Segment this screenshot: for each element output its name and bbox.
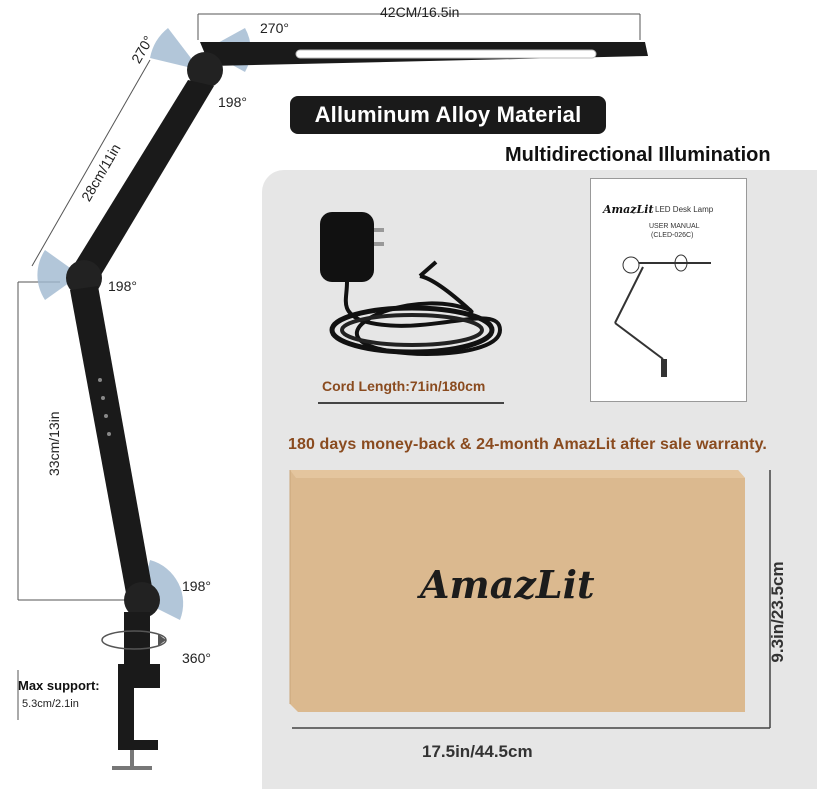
- head-rotation-label: 270°: [260, 20, 289, 36]
- clamp-body: [118, 688, 134, 746]
- material-banner: Alluminum Alloy Material: [290, 96, 606, 134]
- manual-title: LED Desk Lamp: [655, 205, 714, 214]
- base-rotation-label: 360°: [182, 650, 211, 666]
- top-joint: [187, 52, 223, 88]
- mid-rotation-fan: [37, 250, 80, 300]
- manual-brand: AmazLit: [603, 203, 654, 216]
- upper-arm-dimension-line: [31, 59, 151, 267]
- rotation-arrow-icon: [158, 634, 166, 646]
- box-logo: AmazLit: [420, 562, 595, 607]
- power-adapter-icon: [320, 212, 374, 282]
- cord-length-label: Cord Length:71in/180cm: [322, 378, 486, 394]
- upper-arm: [72, 80, 214, 280]
- manual-subtitle: USER MANUAL: [649, 223, 700, 230]
- box-width-label: 17.5in/44.5cm: [422, 742, 533, 761]
- base-joint-label: 198°: [182, 578, 211, 594]
- cord-underline: [318, 402, 504, 404]
- warranty-text: 180 days money-back & 24-month AmazLit a…: [288, 436, 767, 453]
- led-strip: [295, 49, 597, 59]
- base-post: [124, 612, 150, 664]
- mid-joint-label: 198°: [108, 278, 137, 294]
- base-joint: [124, 582, 160, 618]
- upper-tilt-label: 198°: [218, 94, 247, 110]
- clamp-top: [118, 664, 160, 688]
- lower-arm-length-label: 33cm/13in: [46, 411, 62, 476]
- clamp-screw: [112, 766, 152, 770]
- max-support-title: Max support:: [18, 678, 100, 693]
- max-support-value: 5.3cm/2.1in: [22, 698, 79, 710]
- box-height-label: 9.3in/23.5cm: [768, 561, 787, 663]
- product-box: [290, 470, 745, 712]
- lamp-width-label: 42CM/16.5in: [380, 4, 460, 20]
- lower-arm: [70, 286, 154, 604]
- multidirectional-heading: Multidirectional Illumination: [505, 144, 771, 166]
- manual-code: (CLED-026C): [651, 232, 694, 239]
- manual-diagram: [614, 254, 711, 377]
- user-manual: AmazLit LED Desk Lamp USER MANUAL (CLED-…: [590, 178, 747, 402]
